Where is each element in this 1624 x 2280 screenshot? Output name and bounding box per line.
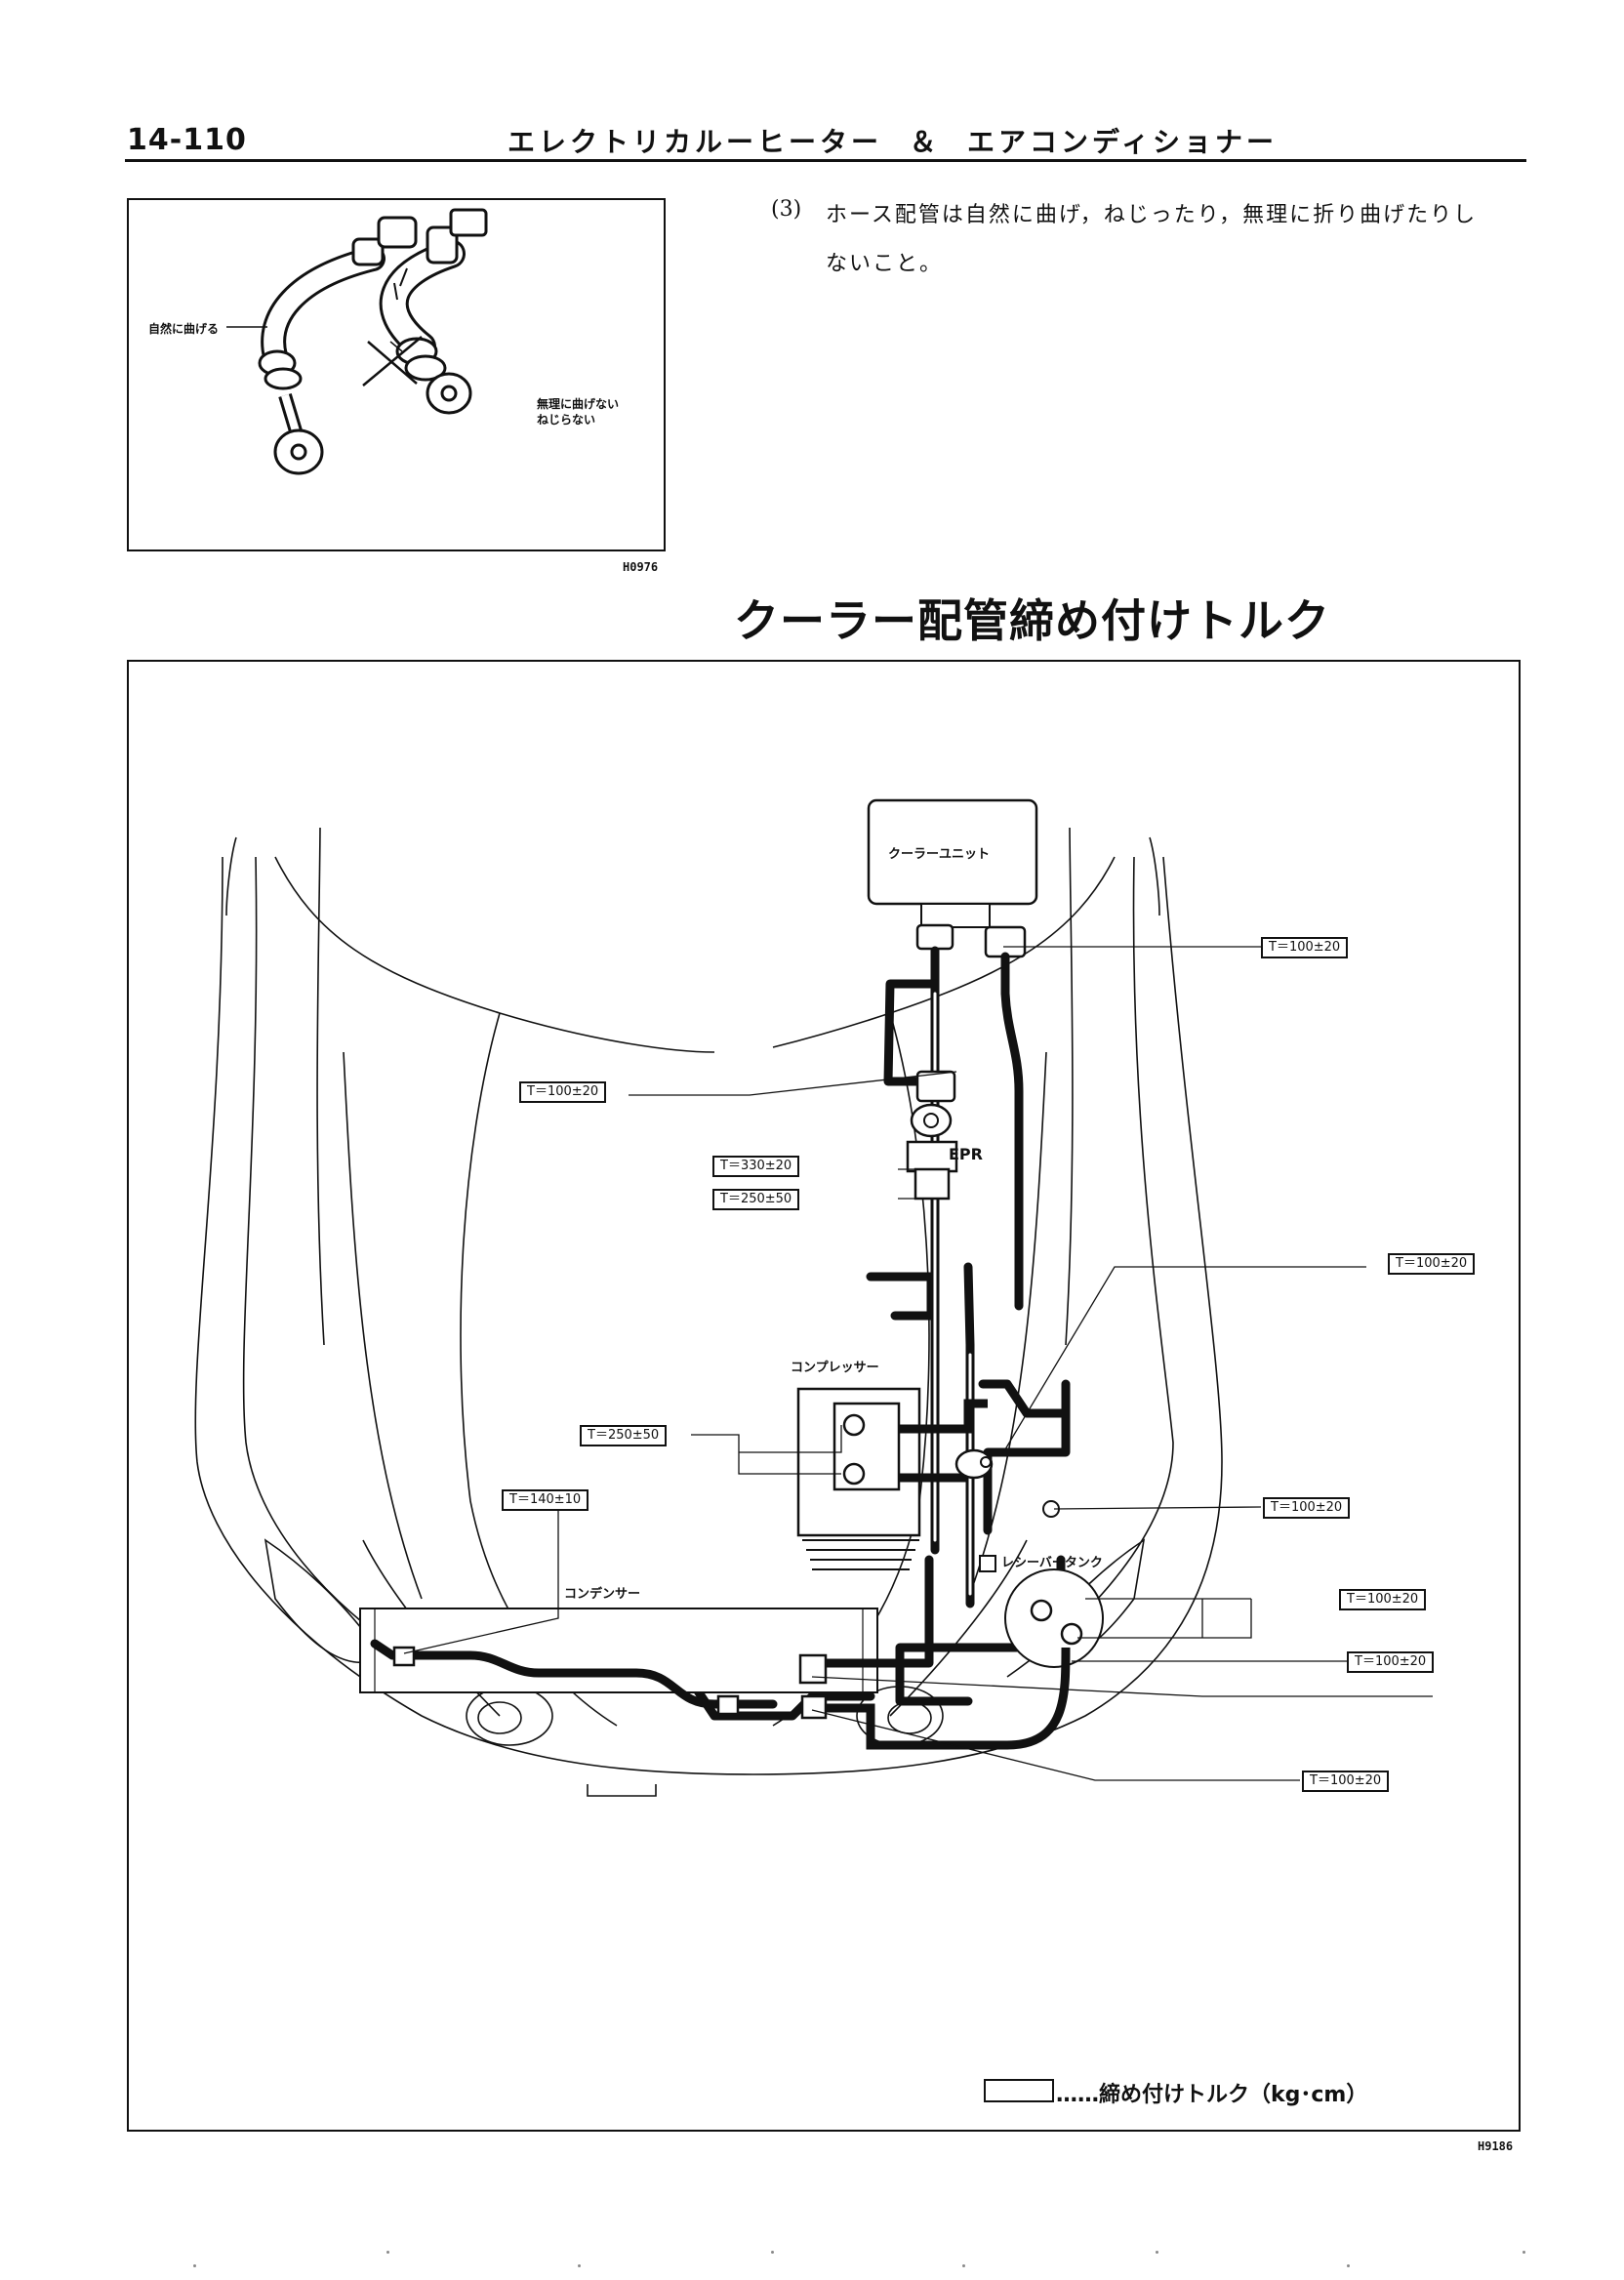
note-line-1: ホース配管は自然に曲げ，ねじったり，無理に折り曲げたりし	[826, 203, 1478, 227]
torque-label-epr-lower: T＝250±50	[712, 1189, 800, 1210]
piping-diagram: クーラーユニット EPR コンプレッサー コンデンサー レシーバータンク T＝1…	[127, 660, 1521, 2132]
scan-mark	[1522, 2251, 1525, 2254]
note-number: (3)	[771, 197, 802, 222]
page-number: 14-110	[127, 123, 247, 157]
scan-mark	[771, 2251, 774, 2254]
torque-label-unit-right: T＝100±20	[1261, 937, 1349, 958]
car-outline-svg	[194, 798, 1433, 1797]
legend-text: ……締め付けトルク（kg･cm）	[1056, 2083, 1368, 2107]
torque-label-receiver: T＝100±20	[1339, 1589, 1427, 1610]
diagram-code: H9186	[1478, 2139, 1514, 2153]
label-no-force-bend: 無理に曲げない	[537, 397, 620, 411]
condenser-label: コンデンサー	[564, 1587, 641, 1602]
hose-figure: 自然に曲げる 無理に曲げない ねじらない	[127, 198, 666, 551]
torque-label-epr-upper: T＝330±20	[712, 1156, 800, 1177]
note-line-2: ないこと。	[826, 252, 944, 276]
torque-label-condenser-inlet: T＝140±10	[502, 1489, 589, 1511]
header-rule	[125, 159, 1526, 162]
scan-mark	[1347, 2264, 1350, 2267]
label-natural-bend: 自然に曲げる	[148, 322, 220, 336]
torque-label-condenser-outlet: T＝100±20	[1347, 1651, 1435, 1673]
label-no-twist: ねじらない	[537, 413, 596, 427]
scan-mark	[578, 2264, 581, 2267]
scan-mark	[962, 2264, 965, 2267]
header-title: エレクトリカルーヒーター ＆ エアコンディショナー	[508, 126, 1279, 158]
torque-label-unit-left: T＝100±20	[519, 1081, 607, 1103]
scan-mark	[1156, 2251, 1158, 2254]
cooler-unit-label: クーラーユニット	[888, 847, 991, 862]
figure-code: H0976	[623, 560, 659, 574]
torque-label-bottom: T＝100±20	[1302, 1771, 1390, 1792]
torque-label-compressor: T＝250±50	[580, 1425, 668, 1446]
torque-label-right-mid: T＝100±20	[1388, 1253, 1476, 1275]
hose-illustration	[226, 208, 488, 475]
scan-mark	[193, 2264, 196, 2267]
receiver-tank-label: レシーバータンク	[1001, 1556, 1103, 1570]
compressor-label: コンプレッサー	[791, 1361, 879, 1375]
scan-mark	[386, 2251, 389, 2254]
legend-swatch	[984, 2079, 1054, 2102]
section-title: クーラー配管締め付けトルク	[734, 594, 1330, 647]
torque-label-right-lower: T＝100±20	[1263, 1497, 1351, 1519]
epr-label: EPR	[949, 1145, 983, 1163]
